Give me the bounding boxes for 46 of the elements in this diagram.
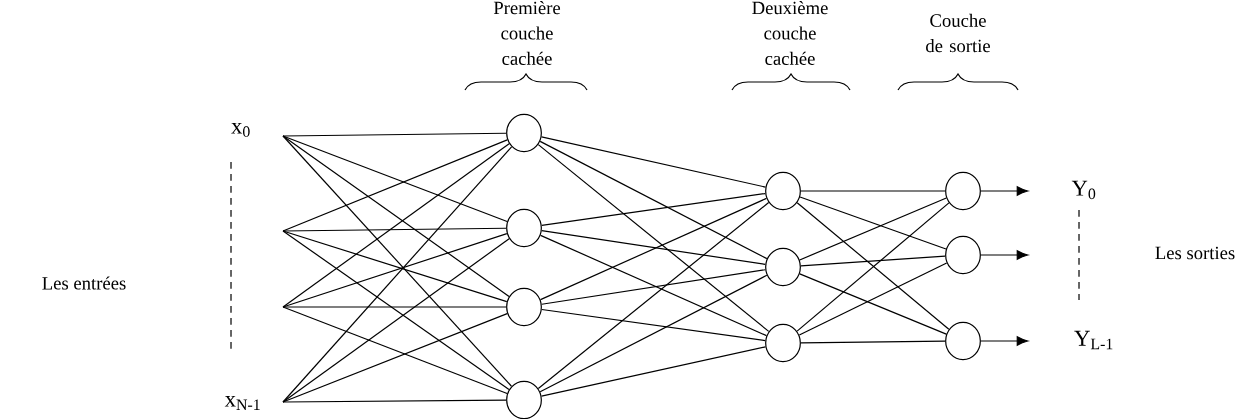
connection-line [541,230,766,265]
neuron-circle [506,287,542,327]
neuron-circle [945,171,981,211]
neuron-circle [506,113,542,153]
layer-title: Deuxième couche cachée [752,1,828,65]
neuron-circle [945,235,981,275]
variable-label: Y$_{L-1}$ [1074,330,1113,350]
variable-label: x$_{N-1}$ [224,396,260,410]
text-label: Les entrées [42,276,126,290]
connection-line [800,190,946,192]
connection-line [541,308,766,342]
arrow [980,250,1029,260]
connection-line [282,227,507,232]
connection-line [799,196,947,250]
connection-line [537,144,770,332]
variable-label: Y$_{0}$ [1071,180,1096,200]
connection-line [282,306,508,395]
connection-line [282,313,508,403]
connection-line [799,273,947,335]
connection-line [282,132,507,137]
neuron-circle [765,171,801,211]
connection-line [539,140,768,260]
connection-line [282,306,507,308]
layer-title: Couche de sortie [926,13,990,53]
connection-line [541,269,766,305]
neuron-circle [506,208,542,248]
connection-line [541,346,767,397]
connection-line [800,255,946,267]
connection-line [798,262,948,336]
arrow [980,186,1029,196]
connection-line [282,399,507,403]
connection-line [541,192,766,227]
connection-line [540,234,768,337]
connection-line [537,202,770,390]
neuron-circle [945,321,981,361]
text-label: Les sorties [1155,246,1235,260]
connection-line [540,136,767,188]
neuron-circle [765,323,801,363]
layer-title: Première couche cachée [493,1,561,65]
connection-line [539,274,768,393]
connection-line [799,197,947,261]
variable-label: x$_{0}$ [231,123,250,137]
connection-line [539,197,768,301]
neuron-circle [765,247,801,287]
arrow [980,336,1029,346]
connection-line [800,340,946,344]
